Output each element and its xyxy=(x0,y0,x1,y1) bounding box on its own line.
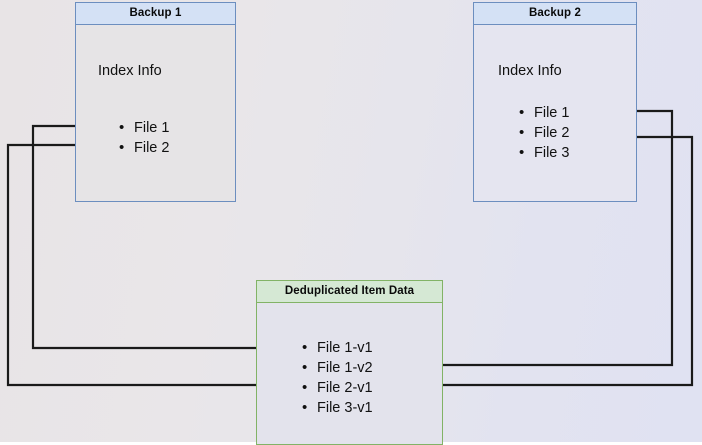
node-backup-2[interactable]: Backup 2 Index Info File 1 File 2 File 3 xyxy=(473,2,637,202)
node-backup-1[interactable]: Backup 1 Index Info File 1 File 2 xyxy=(75,2,236,202)
node-backup-2-title: Backup 2 xyxy=(474,3,636,25)
node-backup-1-title: Backup 1 xyxy=(76,3,235,25)
node-deduplicated-item-data-title: Deduplicated Item Data xyxy=(257,281,442,303)
node-backup-2-body: Index Info File 1 File 2 File 3 xyxy=(474,25,636,201)
list-item[interactable]: File 2-v1 xyxy=(301,378,373,398)
list-item[interactable]: File 2 xyxy=(118,138,169,158)
backup-2-file-list: File 1 File 2 File 3 xyxy=(518,103,569,163)
node-deduplicated-item-data-body: File 1-v1 File 1-v2 File 2-v1 File 3-v1 xyxy=(257,303,442,444)
node-backup-1-body: Index Info File 1 File 2 xyxy=(76,25,235,201)
backup-2-index-info-label: Index Info xyxy=(498,63,562,79)
list-item[interactable]: File 1-v2 xyxy=(301,358,373,378)
backup-1-file-list: File 1 File 2 xyxy=(118,118,169,158)
list-item[interactable]: File 2 xyxy=(518,123,569,143)
list-item[interactable]: File 1 xyxy=(118,118,169,138)
list-item[interactable]: File 1-v1 xyxy=(301,338,373,358)
list-item[interactable]: File 3 xyxy=(518,143,569,163)
node-deduplicated-item-data[interactable]: Deduplicated Item Data File 1-v1 File 1-… xyxy=(256,280,443,445)
backup-1-index-info-label: Index Info xyxy=(98,63,162,79)
list-item[interactable]: File 1 xyxy=(518,103,569,123)
dedup-file-list: File 1-v1 File 1-v2 File 2-v1 File 3-v1 xyxy=(301,338,373,418)
list-item[interactable]: File 3-v1 xyxy=(301,398,373,418)
